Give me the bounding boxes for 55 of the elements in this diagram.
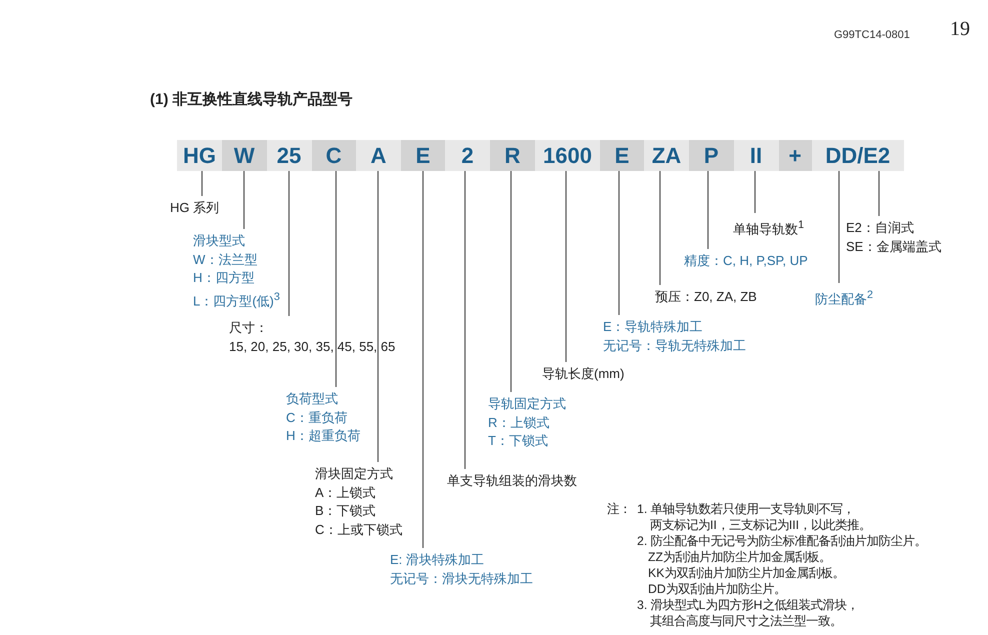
callout-text: E2：自润式 SE：金属端盖式 xyxy=(846,216,942,256)
leader-line xyxy=(707,171,709,249)
code-box: ZA xyxy=(644,140,689,171)
code-box: R xyxy=(490,140,535,171)
callout-text: 负荷型式 C：重负荷 H：超重负荷 xyxy=(286,387,360,446)
callout-text: 单轴导轨数$^{1}$ xyxy=(733,213,804,239)
leader-line xyxy=(243,171,245,229)
note-text: 1. 单轴导轨数若只使用一支导轨则不写，两支标记为II，三支标记为III，以此类推。 xyxy=(637,501,872,533)
callout-text: 精度：C, H, P,SP, UP xyxy=(684,249,808,270)
code-box: 2 xyxy=(445,140,490,171)
leader-line xyxy=(510,171,512,392)
code-box: 25 xyxy=(266,140,312,171)
code-box: E xyxy=(401,140,445,171)
note-text: 2. 防尘配备中无记号为防尘标准配备刮油片加防尘片。 xyxy=(637,533,927,549)
note-text: DD为双刮油片加防尘片。 xyxy=(648,581,786,597)
code-box: DD/E2 xyxy=(812,140,904,171)
code-box: P xyxy=(689,140,734,171)
note-heading: 注： xyxy=(607,501,631,517)
code-box: HG xyxy=(177,140,222,171)
callout-text: 导轨固定方式 R：上锁式 T：下锁式 xyxy=(488,392,566,450)
leader-line xyxy=(288,171,290,316)
leader-line xyxy=(201,171,203,196)
callout-text: 预压：Z0, ZA, ZB xyxy=(655,285,757,306)
code-box: E xyxy=(600,140,644,171)
callout-text: E: 滑块特殊加工 无记号：滑块无特殊加工 xyxy=(390,548,533,588)
callout-text: 防尘配备$^{2}$ xyxy=(815,283,874,309)
leader-line xyxy=(422,171,424,548)
leader-line xyxy=(754,171,756,213)
leader-line xyxy=(838,171,840,283)
callout-text: 尺寸： 15, 20, 25, 30, 35, 45, 55, 65 xyxy=(229,316,396,356)
note-text: KK为双刮油片加防尘片加金属刮板。 xyxy=(648,565,844,581)
leader-line xyxy=(335,171,337,387)
leader-line xyxy=(878,171,880,216)
callout-text: 滑块固定方式 A：上锁式 B：下锁式 C：上或下锁式 xyxy=(315,462,402,539)
code-box: W xyxy=(222,140,266,171)
note-text: ZZ为刮油片加防尘片加金属刮板。 xyxy=(648,549,832,565)
note-text: 3. 滑块型式L为四方形H之低组装式滑块，其组合高度与同尺寸之法兰型一致。 xyxy=(637,597,860,629)
code-box: A xyxy=(356,140,401,171)
code-box: C xyxy=(312,140,356,171)
callout-text: 导轨长度(mm) xyxy=(542,362,624,384)
code-box: 1600 xyxy=(535,140,600,171)
leader-line xyxy=(464,171,466,469)
leader-line xyxy=(377,171,379,462)
callout-text: HG 系列 xyxy=(170,196,220,218)
callout-text: 滑块型式 W：法兰型 H：四方型 L：四方型(低)$^{3}$ xyxy=(193,229,280,310)
heading: (1) 非互换性直线导轨产品型号 xyxy=(150,90,352,109)
leader-line xyxy=(659,171,661,285)
code-box: II xyxy=(734,140,778,171)
page-number: 19 xyxy=(950,18,970,41)
leader-line xyxy=(618,171,620,315)
document-code: G99TC14-0801 xyxy=(834,29,910,41)
leader-line xyxy=(565,171,567,362)
callout-text: 单支导轨组装的滑块数 xyxy=(447,469,577,490)
code-box: + xyxy=(778,140,812,171)
callout-text: E：导轨特殊加工 无记号：导轨无特殊加工 xyxy=(603,315,746,355)
